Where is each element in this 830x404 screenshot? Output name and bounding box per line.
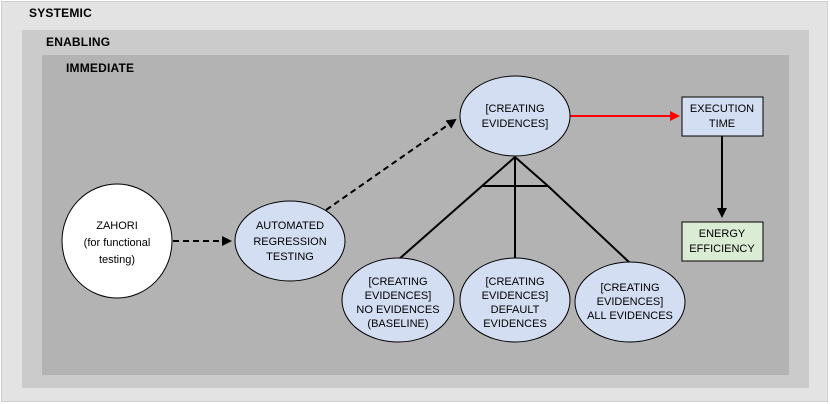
- all-evidences-node: [CREATING EVIDENCES] ALL EVIDENCES: [574, 261, 686, 343]
- enabling-label: ENABLING: [46, 35, 111, 49]
- automated-regression-node: AUTOMATED REGRESSION TESTING: [234, 200, 346, 282]
- default-evidences-line-3: DEFAULT: [491, 304, 540, 316]
- default-evidences-line-1: [CREATING: [485, 276, 544, 288]
- energy-line-2: EFFICIENCY: [689, 243, 755, 255]
- no-evidences-line-1: [CREATING: [368, 276, 427, 288]
- no-evidences-line-4: (BASELINE): [367, 318, 428, 330]
- automated-line-1: AUTOMATED: [256, 220, 324, 232]
- execution-time-node: EXECUTION TIME: [681, 96, 764, 137]
- zahori-line-1: ZAHORI: [96, 220, 138, 232]
- execution-line-1: EXECUTION: [690, 103, 754, 115]
- automated-to-creating-arrow: [325, 118, 457, 211]
- default-evidences-line-4: EVIDENCES: [483, 318, 547, 330]
- default-evidences-node: [CREATING EVIDENCES] DEFAULT EVIDENCES: [459, 257, 571, 343]
- immediate-label: IMMEDIATE: [66, 61, 135, 75]
- energy-efficiency-node: ENERGY EFFICIENCY: [681, 221, 764, 262]
- zahori-line-3: testing): [99, 254, 135, 266]
- execution-line-2: TIME: [709, 118, 735, 130]
- no-evidences-line-3: NO EVIDENCES: [356, 304, 439, 316]
- systemic-label: SYSTEMIC: [29, 6, 92, 20]
- all-evidences-line-1: [CREATING: [600, 282, 659, 294]
- creating-line-1: [CREATING: [485, 103, 544, 115]
- all-evidences-line-2: EVIDENCES]: [597, 296, 664, 308]
- creating-line-2: EVIDENCES]: [482, 118, 549, 130]
- default-evidences-line-2: EVIDENCES]: [482, 290, 549, 302]
- generalization-connector: [397, 156, 631, 264]
- all-evidences-line-3: ALL EVIDENCES: [587, 310, 673, 322]
- creating-evidences-node: [CREATING EVIDENCES]: [459, 75, 571, 157]
- zahori-node: ZAHORI (for functional testing): [61, 183, 173, 299]
- no-evidences-line-2: EVIDENCES]: [365, 290, 432, 302]
- automated-line-3: TESTING: [266, 251, 314, 263]
- zahori-line-2: (for functional: [84, 237, 151, 249]
- energy-line-1: ENERGY: [699, 228, 746, 240]
- no-evidences-node: [CREATING EVIDENCES] NO EVIDENCES (BASEL…: [341, 257, 455, 343]
- automated-line-2: REGRESSION: [253, 236, 326, 248]
